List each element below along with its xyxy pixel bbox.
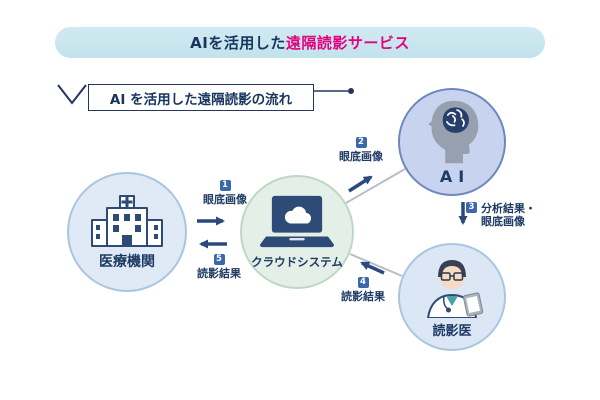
- node-hospital: 医療機関: [67, 172, 187, 292]
- zigzag-line: [57, 84, 87, 105]
- step-5-badge: 5: [213, 254, 225, 265]
- node-cloud-system: クラウドシステム: [240, 175, 354, 289]
- banner-title-prefix: AIを活用した: [190, 34, 286, 52]
- arrow-doctor-to-cloud: [360, 261, 385, 275]
- step-1-badge: 1: [219, 180, 231, 191]
- flow-heading: AI を活用した遠隔読影の流れ: [88, 84, 314, 111]
- flow-4-text: 読影結果: [341, 290, 385, 303]
- doctor-icon: [427, 259, 484, 318]
- node-doctor: 読影医: [398, 243, 506, 351]
- connector-cloud-to-ai: [345, 168, 406, 204]
- flow-label-2: 2 眼底画像: [330, 137, 392, 163]
- node-ai: AI: [398, 88, 506, 196]
- hospital-icon: [91, 195, 163, 247]
- flow-label-3: 3 分析結果・ 眼底画像: [466, 202, 550, 228]
- flow-2-text: 眼底画像: [339, 150, 383, 163]
- flow-5-text: 読影結果: [197, 267, 241, 280]
- flow-1-text: 眼底画像: [203, 193, 247, 206]
- lead-dot: [348, 88, 354, 94]
- node-label-cloud: クラウドシステム: [251, 255, 343, 269]
- node-label-ai: AI: [439, 166, 471, 186]
- flow-label-4: 4 読影結果: [332, 277, 394, 303]
- flow-label-1: 1 眼底画像: [194, 180, 256, 206]
- banner-title-highlight: 遠隔読影サービス: [285, 34, 410, 52]
- node-label-hospital: 医療機関: [99, 254, 155, 270]
- ai-head-brain-icon: [428, 100, 479, 163]
- step-4-badge: 4: [357, 277, 369, 288]
- step-3-badge: 3: [466, 202, 477, 213]
- flow-3-text: 分析結果・ 眼底画像: [481, 202, 536, 229]
- flow-label-5: 5 読影結果: [188, 254, 250, 280]
- node-label-doctor: 読影医: [432, 323, 472, 339]
- cloud-laptop-icon: [260, 195, 334, 248]
- arrow-cloud-to-ai: [348, 175, 373, 193]
- connector-doctor-to-cloud: [349, 253, 403, 277]
- step-2-badge: 2: [355, 137, 367, 148]
- banner: AIを活用した遠隔読影サービス: [55, 27, 545, 58]
